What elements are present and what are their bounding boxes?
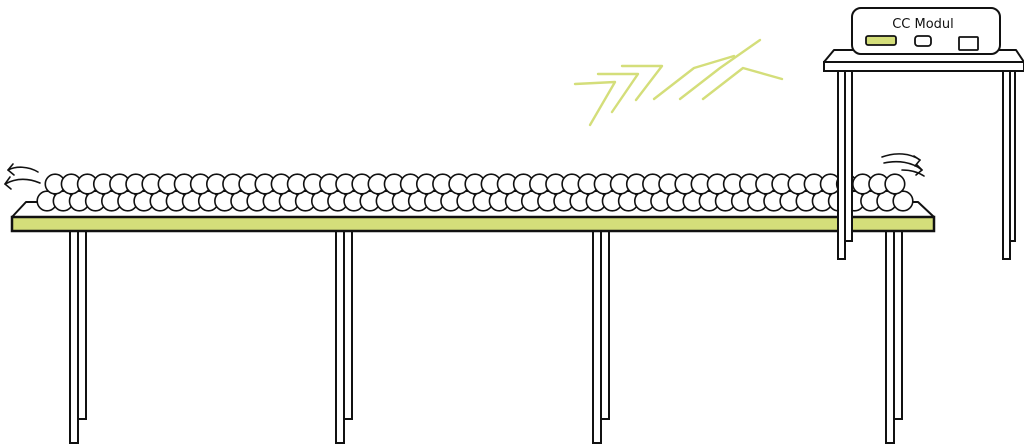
roll	[884, 173, 906, 195]
table-leg	[893, 230, 903, 420]
right-rotation-arrows-icon	[881, 153, 925, 177]
table-leg	[77, 230, 87, 420]
roll-stack	[36, 173, 914, 212]
long-table-edge	[10, 215, 936, 233]
roll	[892, 190, 914, 212]
table-leg	[335, 230, 345, 444]
cc-module-label: CC Modul	[892, 17, 954, 32]
table-leg	[837, 70, 846, 260]
left-rotation-arrows-icon	[4, 163, 41, 190]
table-leg	[1002, 70, 1011, 260]
cc-module-slot	[865, 35, 897, 46]
cc-module-port	[914, 35, 932, 47]
table-leg	[844, 70, 853, 242]
long-table-legs	[69, 230, 903, 444]
wireless-signal-chevrons-icon	[573, 38, 784, 127]
table-leg	[1009, 70, 1016, 242]
table-leg	[343, 230, 353, 420]
module-table-edge	[823, 61, 1024, 72]
long-table	[10, 201, 936, 444]
module-table: CC Modul	[823, 7, 1024, 260]
cc-module: CC Modul	[851, 7, 1001, 55]
cc-module-display	[958, 36, 979, 51]
table-leg	[600, 230, 610, 420]
table-leg	[69, 230, 79, 444]
table-leg	[885, 230, 895, 444]
table-leg	[592, 230, 602, 444]
